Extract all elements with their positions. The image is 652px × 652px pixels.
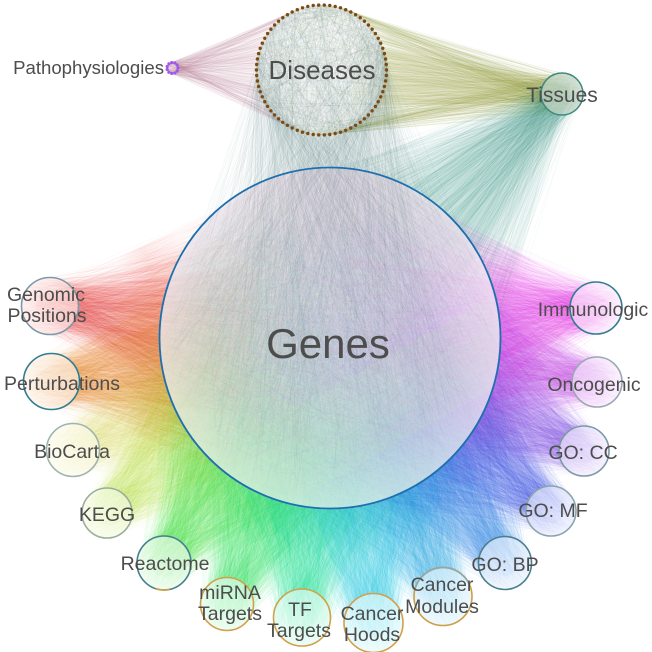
svg-text:Cancer: Cancer — [341, 603, 404, 625]
svg-text:BioCarta: BioCarta — [34, 441, 110, 463]
svg-text:GO: CC: GO: CC — [548, 442, 617, 464]
svg-text:Pathophysiologies: Pathophysiologies — [13, 57, 164, 78]
svg-text:GO: BP: GO: BP — [471, 554, 538, 576]
svg-text:Positions: Positions — [7, 305, 86, 327]
svg-text:Targets: Targets — [267, 620, 331, 642]
svg-text:Tissues: Tissues — [526, 84, 598, 107]
svg-text:Genes: Genes — [266, 320, 390, 367]
svg-text:Targets: Targets — [198, 603, 262, 625]
svg-text:GO: MF: GO: MF — [518, 500, 587, 522]
svg-text:Hoods: Hoods — [344, 624, 401, 646]
svg-text:Immunologic: Immunologic — [538, 299, 649, 321]
svg-text:Oncogenic: Oncogenic — [547, 374, 640, 396]
svg-text:Cancer: Cancer — [411, 574, 474, 596]
svg-text:Diseases: Diseases — [269, 55, 376, 85]
svg-text:TF: TF — [288, 599, 312, 621]
svg-text:Reactome: Reactome — [121, 553, 210, 575]
svg-text:Perturbations: Perturbations — [4, 373, 120, 395]
svg-text:KEGG: KEGG — [79, 504, 135, 526]
svg-text:miRNA: miRNA — [199, 582, 261, 604]
svg-text:Genomic: Genomic — [7, 284, 85, 306]
svg-text:Modules: Modules — [405, 596, 479, 618]
